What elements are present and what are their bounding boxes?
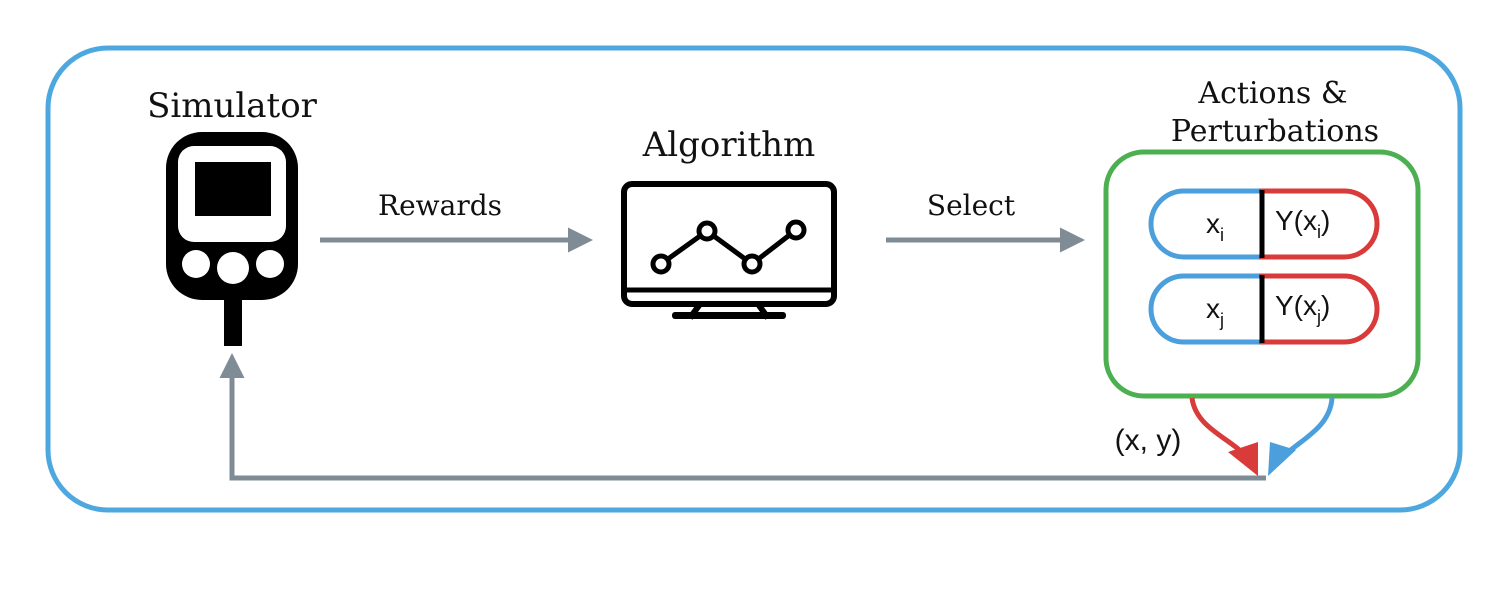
pair-i-x-label: x	[1206, 208, 1220, 239]
rewards-label: Rewards	[378, 189, 502, 222]
output-blue-arrow	[1268, 397, 1335, 476]
svg-text:xi: xi	[1206, 208, 1224, 245]
glucose-meter-icon	[166, 132, 298, 346]
outer-frame	[45, 45, 1463, 513]
feedback-arrow	[219, 353, 1266, 481]
output-red-arrow	[1189, 397, 1258, 476]
pair-i-y-close: )	[1321, 205, 1330, 236]
simulator-label: Simulator	[147, 86, 318, 126]
actions-label-line1: Actions &	[1197, 76, 1347, 111]
actions-label-line2: Perturbations	[1171, 114, 1379, 149]
algorithm-label: Algorithm	[642, 125, 816, 165]
pair-j-x-label: x	[1206, 293, 1220, 324]
pair-i-x-sub: i	[1220, 225, 1224, 245]
actions-box	[1103, 149, 1421, 399]
monitor-line-chart-icon	[621, 181, 837, 320]
action-pair-i: xi Y(xi)	[1148, 188, 1380, 260]
feedback-label: (x, y)	[1115, 424, 1182, 457]
svg-text:Y(xi): Y(xi)	[1275, 205, 1330, 242]
pair-j-y-label: Y(x	[1275, 290, 1317, 321]
pair-j-y-sub: j	[1316, 307, 1321, 327]
pair-i-y-label: Y(x	[1275, 205, 1317, 236]
select-label: Select	[927, 189, 1016, 222]
pair-i-y-sub: i	[1317, 222, 1321, 242]
pair-j-x-sub: j	[1219, 310, 1224, 330]
svg-text:Y(xj): Y(xj)	[1275, 290, 1330, 327]
pair-j-y-close: )	[1321, 290, 1330, 321]
svg-text:xj: xj	[1206, 293, 1224, 330]
action-pair-j: xj Y(xj)	[1148, 273, 1380, 345]
